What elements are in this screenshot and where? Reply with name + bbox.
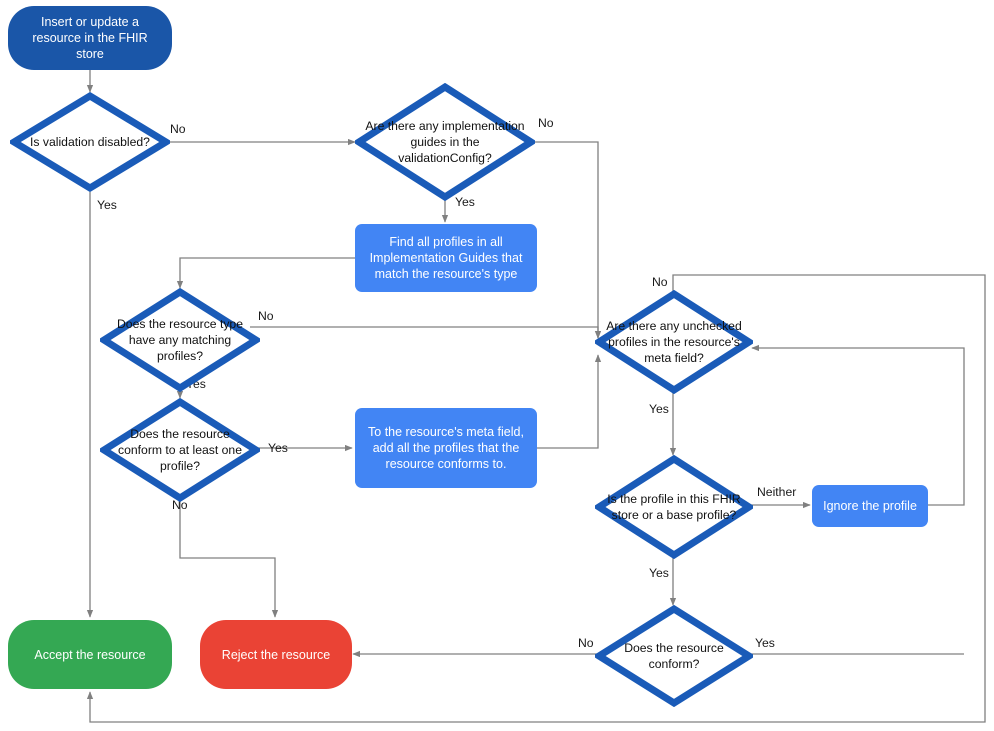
diamond-shape [595,290,753,394]
node-unchecked-profiles-in-meta-label: Are there any unchecked profiles in the … [606,319,742,365]
diamond-shape [595,605,753,707]
node-find-all-profiles-label: Find all profiles in all Implementation … [369,235,523,281]
edge-label-guides-no: No [538,116,554,130]
node-does-resource-conform[interactable]: Does the resource conform? [595,605,753,707]
edge-ignore-to-unchecked [751,344,965,506]
edge-label-storeorbase-yes: Yes [649,566,669,580]
node-is-validation-disabled-label: Is validation disabled? [30,135,150,149]
node-add-profiles-to-meta[interactable]: To the resource's meta field, add all th… [355,408,537,488]
edge-findprofiles-to-matching [176,257,355,289]
edge-label-conform-yes: Yes [755,636,775,650]
node-unchecked-profiles-in-meta[interactable]: Are there any unchecked profiles in the … [595,290,753,394]
edge-guides-no-to-unchecked [535,141,602,339]
diamond-shape [10,92,170,192]
node-reject-the-resource-label: Reject the resource [221,647,331,662]
node-are-there-implementation-guides-label: Are there any implementation guides in t… [365,119,525,165]
node-does-resource-conform-label: Does the resource conform? [624,641,724,671]
edge-label-validation-no: No [170,122,186,136]
node-start[interactable]: Insert or update a resource in the FHIR … [8,6,172,70]
edge-label-conformone-yes: Yes [268,441,288,455]
node-accept-the-resource[interactable]: Accept the resource [8,620,172,689]
edge-label-validation-yes: Yes [97,198,117,212]
edge-addmeta-to-unchecked [537,354,602,449]
edge-matching-no-to-unchecked [250,326,602,339]
node-conform-to-at-least-one-profile-label: Does the resource conform to at least on… [118,427,242,473]
diamond-shape [100,398,260,502]
diamond-shape [595,455,753,559]
node-ignore-the-profile[interactable]: Ignore the profile [812,485,928,527]
diamond-shape [355,83,535,201]
node-matching-profiles-label: Does the resource type have any matching… [116,317,243,363]
node-ignore-the-profile-label: Ignore the profile [823,499,917,513]
node-find-all-profiles[interactable]: Find all profiles in all Implementation … [355,224,537,292]
node-add-profiles-to-meta-label: To the resource's meta field, add all th… [368,425,524,471]
edge-unchecked-no-to-accept [86,274,986,723]
node-accept-the-resource-label: Accept the resource [34,647,146,662]
edge-label-matching-no: No [258,309,274,323]
diamond-shape [100,288,260,392]
node-matching-profiles[interactable]: Does the resource type have any matching… [100,288,260,392]
edge-label-unchecked-yes: Yes [649,402,669,416]
edge-conformone-no-to-reject [179,498,279,618]
edge-label-conform-no: No [578,636,594,650]
node-profile-in-store-or-base-label: Is the profile in this FHIR store or a b… [607,492,741,522]
node-conform-to-at-least-one-profile[interactable]: Does the resource conform to at least on… [100,398,260,502]
node-profile-in-store-or-base[interactable]: Is the profile in this FHIR store or a b… [595,455,753,559]
node-reject-the-resource[interactable]: Reject the resource [200,620,352,689]
node-start-label: Insert or update a resource in the FHIR … [32,15,148,61]
node-are-there-implementation-guides[interactable]: Are there any implementation guides in t… [355,83,535,201]
edge-label-storeorbase-neither: Neither [757,485,797,499]
edge-label-guides-yes: Yes [455,195,475,209]
node-is-validation-disabled[interactable]: Is validation disabled? [10,92,170,192]
edge-label-conformone-no: No [172,498,188,512]
edge-label-unchecked-no: No [652,275,668,289]
